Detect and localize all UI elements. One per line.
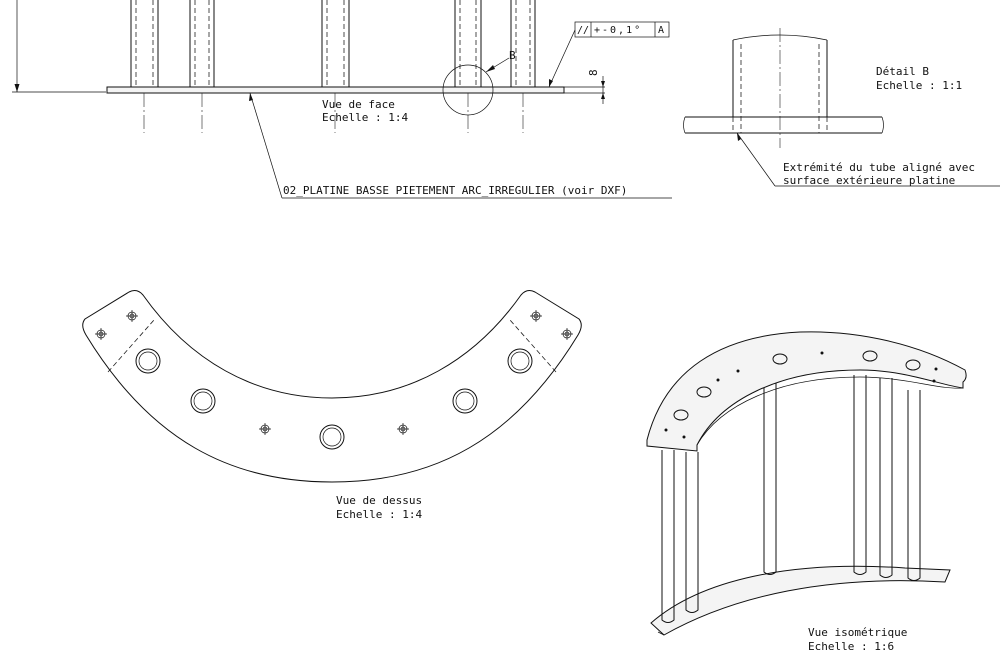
front-view: B 8 // +-0,1° A Vue de face Echelle : 1:…: [12, 0, 672, 199]
detail-b-note-line2: surface extérieure platine: [783, 174, 955, 187]
top-view: Vue de dessus Echelle : 1:4: [82, 290, 582, 521]
tolerance-symbol: //: [577, 25, 589, 36]
detail-b-note-line1: Extrémité du tube aligné avec: [783, 161, 975, 174]
isometric-view-caption: Vue isométrique: [808, 626, 907, 639]
top-view-caption: Vue de dessus: [336, 494, 422, 507]
isometric-top-plate: [646, 331, 967, 452]
detail-b-view: Détail B Echelle : 1:1 Extrémité du tube…: [683, 28, 1000, 187]
top-view-scale: Echelle : 1:4: [336, 508, 422, 521]
front-view-scale: Echelle : 1:4: [322, 111, 408, 124]
parallelism-tolerance-frame: // +-0,1° A: [548, 21, 670, 88]
front-view-base-plate: [106, 86, 565, 94]
top-view-arc-plate: [82, 290, 582, 483]
detail-b-marker: B: [509, 49, 516, 62]
top-view-tube-holes: [135, 348, 533, 450]
front-view-tubes: [130, 0, 536, 87]
top-view-small-holes: [95, 310, 573, 435]
front-view-center-lines: [143, 93, 524, 133]
detail-b-scale: Echelle : 1:1: [876, 79, 962, 92]
isometric-posts: [661, 375, 921, 623]
detail-b-circle: [442, 64, 494, 116]
isometric-holes: [664, 350, 938, 439]
thickness-dimension: 8: [587, 69, 600, 76]
part-callout: 02_PLATINE BASSE PIETEMENT ARC_IRREGULIE…: [283, 184, 627, 197]
detail-b-caption: Détail B: [876, 65, 929, 78]
front-view-caption: Vue de face: [322, 98, 395, 111]
isometric-view: Vue isométrique Echelle : 1:6: [646, 331, 967, 653]
tolerance-value: +-0,1°: [594, 25, 642, 36]
tolerance-datum: A: [658, 25, 664, 36]
isometric-view-scale: Echelle : 1:6: [808, 640, 894, 653]
